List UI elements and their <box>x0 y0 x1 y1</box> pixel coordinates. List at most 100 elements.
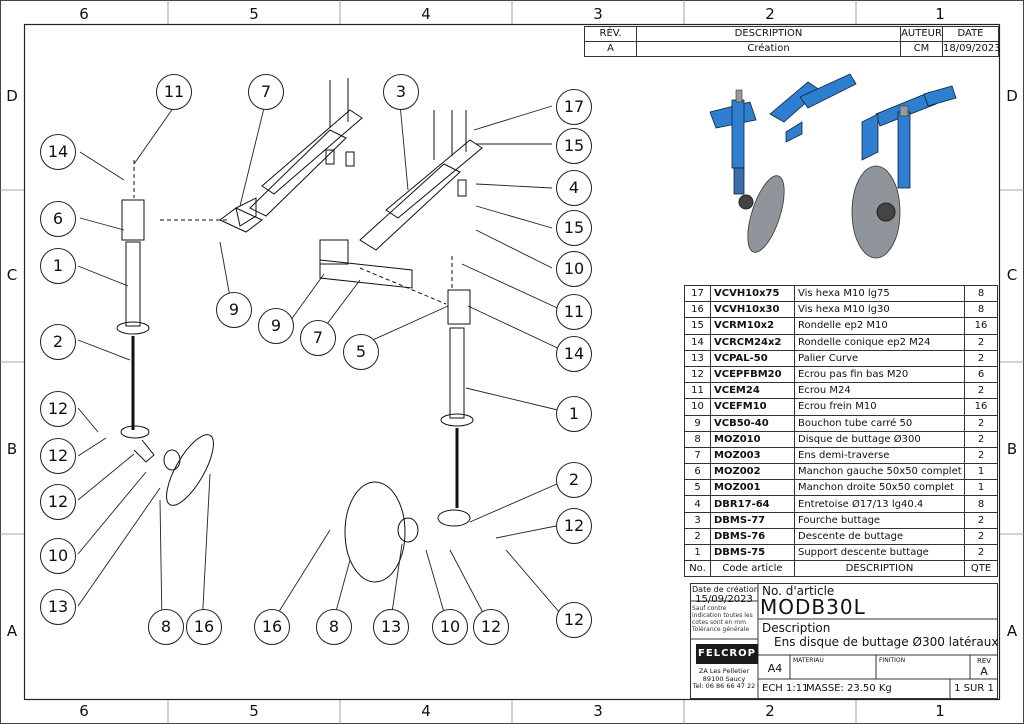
note-line: Sauf contre <box>692 605 727 612</box>
balloon: 1 <box>556 396 592 432</box>
bom-header-code: Code article <box>710 560 795 578</box>
bom-item-quantity: 8 <box>964 495 998 513</box>
left-assembly-drawing <box>116 78 363 506</box>
zone-row-label: D <box>1006 87 1018 105</box>
bom-item-quantity: 2 <box>964 527 998 546</box>
zone-row-label: A <box>6 622 18 640</box>
bom-item-code: VCEM24 <box>710 382 795 400</box>
material-label: MATERIAU <box>793 657 824 664</box>
zone-col-label: 3 <box>593 702 603 720</box>
bom-item-code: VCRM10x2 <box>710 317 795 335</box>
bom-item-description: Ecrou M24 <box>794 382 965 400</box>
balloon: 13 <box>40 589 76 625</box>
bom-item-number: 4 <box>684 495 711 513</box>
bom-item-quantity: 16 <box>964 398 998 416</box>
balloon: 10 <box>40 538 76 574</box>
bom-item-number: 5 <box>684 479 711 497</box>
address-line: Tel: 06 86 66 47 22 <box>692 682 756 690</box>
bom-item-code: VCVH10x30 <box>710 301 795 319</box>
address-line: ZA Les Pelletier <box>698 667 750 675</box>
bom-item-description: Disque de buttage Ø300 <box>794 430 965 448</box>
zone-col-label: 5 <box>249 5 259 23</box>
bom-item-number: 2 <box>684 527 711 546</box>
bom-item-quantity: 2 <box>964 543 998 562</box>
isometric-render <box>709 73 957 259</box>
bom-item-code: MOZ003 <box>710 446 795 465</box>
balloon: 12 <box>40 438 76 474</box>
balloon: 13 <box>373 609 409 645</box>
zone-row-label: C <box>1006 266 1018 284</box>
bom-item-number: 10 <box>684 398 711 416</box>
balloon: 10 <box>556 251 592 287</box>
bom-item-description: Manchon gauche 50x50 complet <box>794 463 965 481</box>
balloon-leaders <box>77 103 567 627</box>
bom-item-description: Palier Curve <box>794 349 965 367</box>
right-assembly-drawing <box>319 110 483 583</box>
bom-item-number: 8 <box>684 430 711 448</box>
description-value: Ens disque de buttage Ø300 latéraux <box>774 636 999 649</box>
revision-header-cell: DESCRIPTION <box>636 26 901 42</box>
bom-item-description: Bouchon tube carré 50 <box>794 414 965 432</box>
bom-item-quantity: 2 <box>964 511 998 529</box>
bom-item-quantity: 2 <box>964 446 998 465</box>
balloon: 8 <box>148 609 184 645</box>
bom-item-description: Rondelle conique ep2 M24 <box>794 333 965 351</box>
bom-item-code: DBMS-76 <box>710 527 795 546</box>
bom-item-quantity: 2 <box>964 430 998 448</box>
zone-col-label: 5 <box>249 702 259 720</box>
bom-item-description: Fourche buttage <box>794 511 965 529</box>
balloon: 16 <box>254 609 290 645</box>
bom-item-code: VCPAL-50 <box>710 349 795 367</box>
bom-item-code: VCEFM10 <box>710 398 795 416</box>
bom-item-number: 13 <box>684 349 711 367</box>
zone-col-label: 6 <box>79 702 89 720</box>
balloon: 15 <box>556 210 592 246</box>
description-label: Description <box>762 622 831 635</box>
revision-table: RÉV. DESCRIPTION AUTEUR DATE A Création … <box>584 26 1001 57</box>
zone-col-label: 1 <box>935 702 945 720</box>
balloon: 4 <box>556 170 592 206</box>
part-support-descente-right <box>449 327 465 419</box>
finish-label: FINITION <box>879 657 906 664</box>
balloon: 11 <box>556 294 592 330</box>
bom-item-code: DBMS-75 <box>710 543 795 562</box>
bom-item-description: Vis hexa M10 lg75 <box>794 284 965 303</box>
article-number: MODB30L <box>760 596 866 618</box>
zone-col-label: 6 <box>79 5 89 23</box>
bom-item-number: 1 <box>684 543 711 562</box>
creation-date-value: 15/09/2023 <box>695 594 753 605</box>
zone-row-label: B <box>1006 440 1018 458</box>
balloon: 12 <box>473 609 509 645</box>
balloon: 14 <box>556 336 592 372</box>
balloon: 15 <box>556 128 592 164</box>
balloon: 2 <box>556 462 592 498</box>
bom-item-number: 6 <box>684 463 711 481</box>
bom-header-quantity: QTE <box>964 560 998 578</box>
balloon: 11 <box>156 74 192 110</box>
bom-item-description: Ecrou pas fin bas M20 <box>794 365 965 384</box>
bom-item-number: 17 <box>684 284 711 303</box>
bom-item-description: Rondelle ep2 M10 <box>794 317 965 335</box>
part-support-descente-left <box>125 241 141 327</box>
zone-row-label: D <box>6 87 18 105</box>
article-label: No. d'article <box>762 585 835 598</box>
balloon: 8 <box>316 609 352 645</box>
bom-item-number: 3 <box>684 511 711 529</box>
bom-item-code: VCVH10x75 <box>710 284 795 303</box>
zone-col-label: 3 <box>593 5 603 23</box>
bom-item-quantity: 2 <box>964 382 998 400</box>
bom-item-quantity: 2 <box>964 414 998 432</box>
